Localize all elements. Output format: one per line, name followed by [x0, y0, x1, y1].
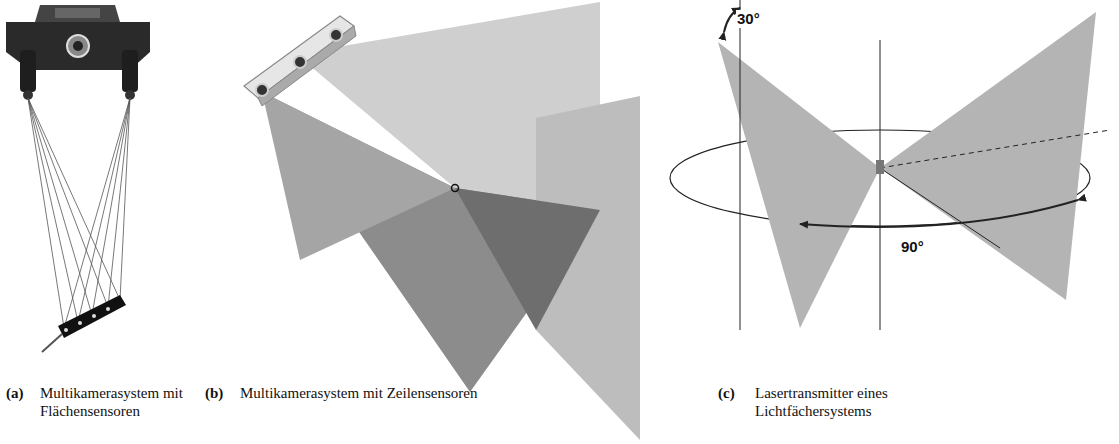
subfigure-caption: Multikamerasystem mit Zeilensensoren: [240, 384, 600, 402]
subfigure-tag: (a): [6, 384, 24, 402]
subfigure-caption: Multikamerasystem mit Flächensensoren: [40, 384, 192, 420]
subfigure-tag: (b): [205, 384, 223, 402]
laser-transmitter: [670, 0, 1110, 330]
area-camera-system: [6, 5, 150, 352]
angle-label: 30°: [736, 10, 761, 28]
line-camera-system: [244, 2, 640, 440]
subfigure-caption: Lasertransmitter eines Lichtfächersystem…: [755, 384, 930, 420]
subfigure-tag: (c): [718, 384, 735, 402]
angle-label: 90°: [900, 238, 925, 256]
